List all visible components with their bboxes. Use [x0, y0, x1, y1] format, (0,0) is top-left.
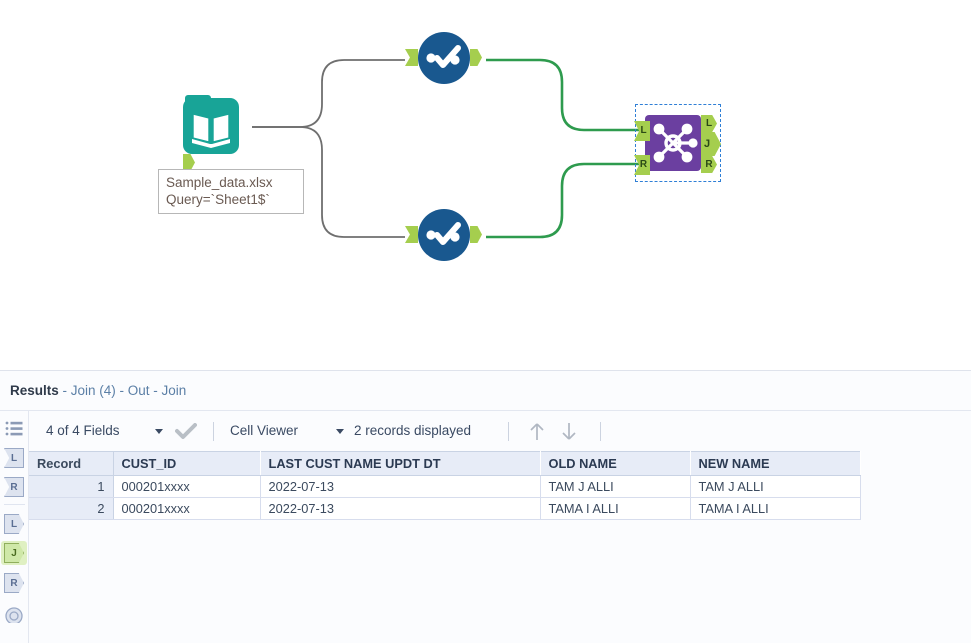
checkmark-icon[interactable] — [175, 423, 197, 440]
selection-box — [635, 104, 721, 182]
rail-divider — [4, 504, 25, 505]
select-check-icon — [426, 45, 461, 68]
rail-output-anchor-r[interactable]: R — [4, 573, 24, 593]
join-input-anchor-r[interactable]: R — [634, 155, 650, 175]
panel-divider — [0, 410, 971, 411]
join-nodes-icon — [653, 123, 698, 163]
records-displayed-label: 2 records displayed — [354, 423, 472, 438]
results-anchor-rail: L R L J R — [0, 411, 29, 643]
column-header-cust-id[interactable]: CUST_ID — [113, 451, 261, 476]
select-tool-top[interactable] — [405, 32, 482, 84]
workflow-canvas[interactable]: L R L J R Sample_data.xlsx Query=`Sheet1… — [0, 0, 971, 370]
results-title: Results - Join (4) - Out - Join — [10, 383, 186, 398]
input-tool-annotation: Sample_data.xlsx Query=`Sheet1$` — [158, 169, 304, 214]
column-header-last-cust-name-updt-dt[interactable]: LAST CUST NAME UPDT DT — [260, 451, 541, 476]
cell-old-name: TAM J ALLI — [540, 475, 691, 498]
cell-viewer-label[interactable]: Cell Viewer — [230, 423, 299, 438]
fields-selector-label[interactable]: 4 of 4 Fields — [46, 423, 120, 438]
results-label: Results — [10, 383, 59, 398]
connection-wires — [252, 58, 640, 239]
wire-input-to-select-bottom — [252, 126, 405, 238]
cell-new-name: TAMA I ALLI — [690, 497, 861, 520]
join-output-anchor-l[interactable]: L — [701, 115, 717, 132]
toolbar-separator-1 — [213, 422, 214, 441]
cell-cust-id: 000201xxxx — [113, 497, 261, 520]
join-tool-body — [645, 115, 701, 171]
column-header-old-name[interactable]: OLD NAME — [540, 451, 691, 476]
results-table: Record CUST_ID LAST CUST NAME UPDT DT OL… — [29, 451, 861, 520]
cell-updt-dt: 2022-07-13 — [260, 475, 541, 498]
annotation-line-1: Sample_data.xlsx — [166, 175, 273, 190]
viewer-chevron-down-icon[interactable] — [336, 429, 344, 434]
rail-input-anchor-r[interactable]: R — [4, 477, 24, 497]
select-check-icon — [426, 222, 461, 245]
results-breadcrumb: - Join (4) - Out - Join — [58, 383, 187, 398]
select-bottom-input-anchor[interactable] — [405, 226, 418, 243]
input-data-body — [183, 98, 239, 154]
rail-input-anchor-l[interactable]: L — [4, 448, 24, 468]
select-bottom-output-anchor[interactable] — [470, 226, 482, 243]
rail-output-anchor-j[interactable]: J — [4, 543, 24, 563]
results-data-grid[interactable]: Record CUST_ID LAST CUST NAME UPDT DT OL… — [29, 451, 861, 520]
join-output-anchor-r[interactable]: R — [701, 156, 717, 173]
fields-chevron-down-icon[interactable] — [155, 429, 163, 434]
select-tool-bottom[interactable] — [405, 209, 482, 261]
results-toolbar: 4 of 4 Fields Cell Viewer 2 records disp… — [29, 411, 971, 451]
table-header-row: Record CUST_ID LAST CUST NAME UPDT DT OL… — [29, 451, 861, 476]
annotation-line-2: Query=`Sheet1$` — [166, 192, 270, 207]
results-panel: Results - Join (4) - Out - Join L R L — [0, 370, 971, 643]
input-output-anchor[interactable] — [183, 154, 195, 171]
wire-select-top-to-join-l — [486, 58, 640, 132]
input-data-tool[interactable] — [183, 95, 239, 171]
cell-old-name: TAMA I ALLI — [540, 497, 691, 520]
column-header-record[interactable]: Record — [29, 451, 114, 476]
select-top-input-anchor[interactable] — [405, 49, 418, 66]
arrow-down-icon[interactable] — [559, 421, 579, 442]
cell-record: 1 — [29, 475, 114, 498]
join-input-anchor-l[interactable]: L — [634, 121, 650, 141]
column-header-new-name[interactable]: NEW NAME — [690, 451, 861, 476]
table-row[interactable]: 1 000201xxxx 2022-07-13 TAM J ALLI TAM J… — [29, 475, 861, 498]
arrow-up-icon[interactable] — [527, 421, 547, 442]
list-icon[interactable] — [4, 419, 25, 440]
toolbar-separator-2 — [508, 422, 509, 441]
select-tool-top-body — [418, 32, 470, 84]
cell-record: 2 — [29, 497, 114, 520]
join-output-anchor-j[interactable]: J — [701, 132, 721, 156]
wire-select-bottom-to-join-r — [486, 162, 640, 239]
cell-new-name: TAM J ALLI — [690, 475, 861, 498]
cell-cust-id: 000201xxxx — [113, 475, 261, 498]
join-tool[interactable]: L R L J R — [634, 115, 721, 175]
browse-anchor-icon[interactable] — [4, 603, 25, 625]
open-book-icon — [192, 113, 230, 148]
select-tool-bottom-body — [418, 209, 470, 261]
rail-output-anchor-l[interactable]: L — [4, 514, 24, 534]
wire-input-to-select-top — [252, 59, 405, 128]
table-row[interactable]: 2 000201xxxx 2022-07-13 TAMA I ALLI TAMA… — [29, 497, 861, 520]
toolbar-separator-3 — [600, 422, 601, 441]
cell-updt-dt: 2022-07-13 — [260, 497, 541, 520]
select-top-output-anchor[interactable] — [470, 49, 482, 66]
